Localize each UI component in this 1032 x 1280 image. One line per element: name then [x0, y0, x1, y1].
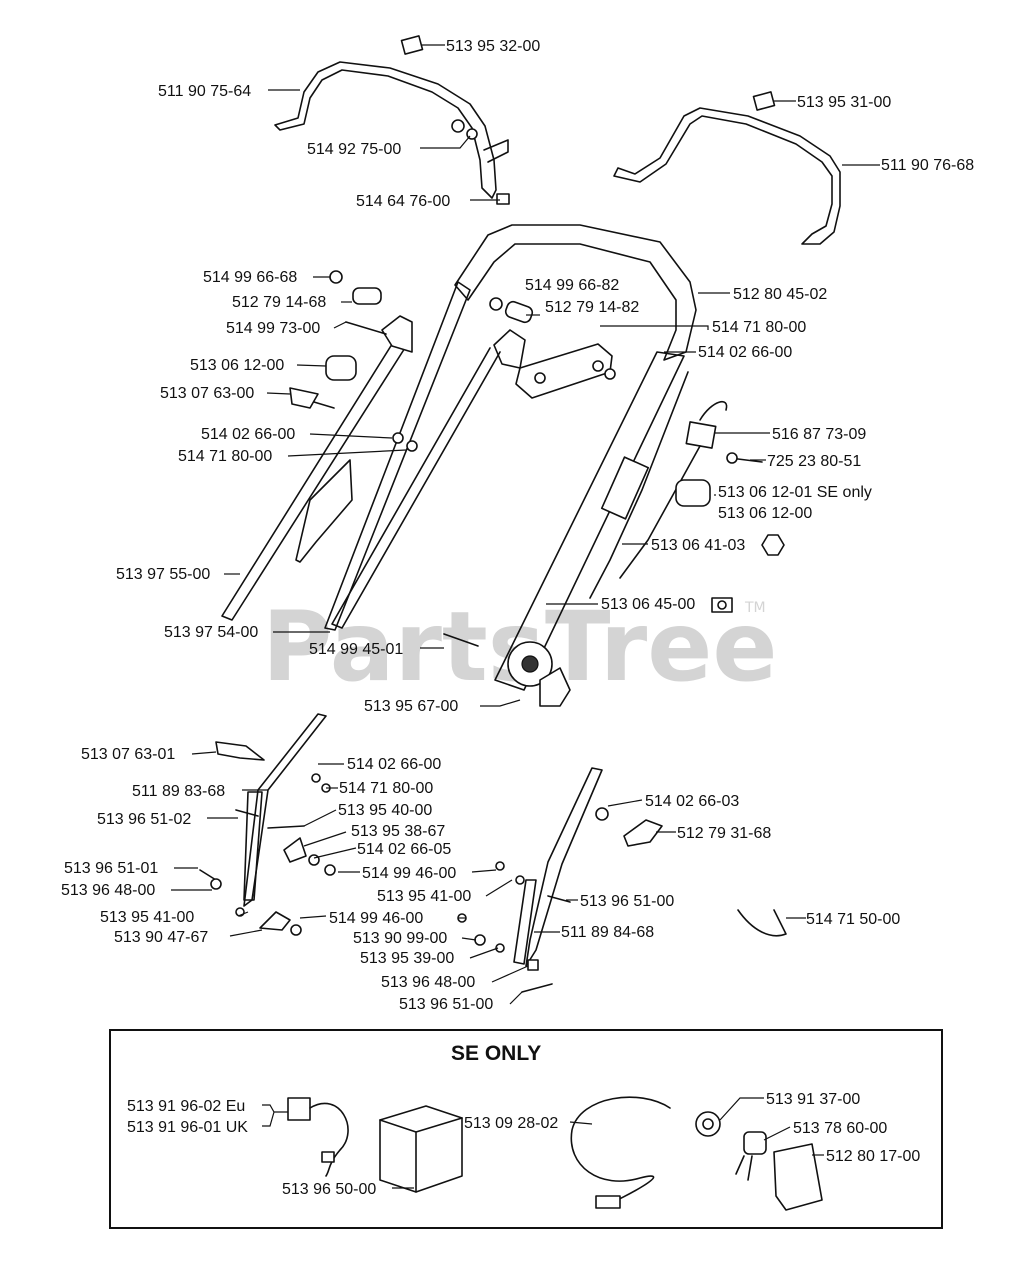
label-514-99-66-82: 514 99 66-82 [525, 277, 619, 294]
se-only-title: SE ONLY [451, 1042, 541, 1065]
label-513-06-12-00-left: 513 06 12-00 [190, 357, 284, 374]
label-513-06-12-00-right: 513 06 12-00 [718, 505, 812, 522]
label-512-80-45-02: 512 80 45-02 [733, 286, 827, 303]
label-514-99-46-00-b: 514 99 46-00 [329, 910, 423, 927]
label-513-95-41-00-left: 513 95 41-00 [100, 909, 194, 926]
main-handle-frame [221, 224, 697, 691]
label-513-90-99-00: 513 90 99-00 [353, 930, 447, 947]
se-only-leaders [262, 1097, 824, 1189]
label-514-02-66-05: 514 02 66-05 [357, 841, 451, 858]
label-514-02-66-00-lower: 514 02 66-00 [347, 756, 441, 773]
label-514-02-66-00-left: 514 02 66-00 [201, 426, 295, 443]
label-514-99-66-68: 514 99 66-68 [203, 269, 297, 286]
label-511-89-84-68: 511 89 84-68 [561, 924, 654, 941]
leader-lines [171, 44, 880, 1005]
upper-handle-right [613, 91, 841, 245]
label-514-71-80-00-left: 514 71 80-00 [178, 448, 272, 465]
label-513-91-96-01: 513 91 96-01 UK [127, 1119, 248, 1136]
label-513-96-51-02: 513 96 51-02 [97, 811, 191, 828]
label-513-95-31-00: 513 95 31-00 [797, 94, 891, 111]
label-513-96-51-00-right: 513 96 51-00 [580, 893, 674, 910]
label-513-97-55-00: 513 97 55-00 [116, 566, 210, 583]
label-513-07-63-01: 513 07 63-01 [81, 746, 175, 763]
label-513-07-63-00: 513 07 63-00 [160, 385, 254, 402]
label-725-23-80-51: 725 23 80-51 [767, 453, 861, 470]
label-514-92-75-00: 514 92 75-00 [307, 141, 401, 158]
label-513-96-48-00-a: 513 96 48-00 [61, 882, 155, 899]
label-513-96-48-00-b: 513 96 48-00 [381, 974, 475, 991]
label-513-90-47-67: 513 90 47-67 [114, 929, 208, 946]
label-513-95-67-00: 513 95 67-00 [364, 698, 458, 715]
lower-bracket-left [199, 713, 336, 936]
label-514-99-73-00: 514 99 73-00 [226, 320, 320, 337]
upper-handle-left [274, 35, 510, 205]
label-514-99-46-00-a: 514 99 46-00 [362, 865, 456, 882]
label-512-80-17-00: 512 80 17-00 [826, 1148, 920, 1165]
label-512-79-31-68: 512 79 31-68 [677, 825, 771, 842]
label-513-91-96-02: 513 91 96-02 Eu [127, 1098, 245, 1115]
label-513-95-41-00-right: 513 95 41-00 [377, 888, 471, 905]
label-513-06-12-01: 513 06 12-01 SE only [718, 484, 872, 501]
label-514-99-45-01: 514 99 45-01 [309, 641, 403, 658]
label-513-97-54-00: 513 97 54-00 [164, 624, 258, 641]
label-514-02-66-00-right: 514 02 66-00 [698, 344, 792, 361]
label-513-91-37-00: 513 91 37-00 [766, 1091, 860, 1108]
label-514-71-80-00-lower: 514 71 80-00 [339, 780, 433, 797]
se-only-parts [287, 1096, 823, 1211]
hardware-right-upper [489, 297, 616, 384]
label-513-78-60-00: 513 78 60-00 [793, 1120, 887, 1137]
label-511-90-75-64: 511 90 75-64 [158, 83, 251, 100]
watermark-trademark: TM [744, 600, 766, 616]
label-514-02-66-03: 514 02 66-03 [645, 793, 739, 810]
label-513-96-50-00: 513 96 50-00 [282, 1181, 376, 1198]
label-513-95-38-67: 513 95 38-67 [351, 823, 445, 840]
label-513-96-51-00-bottom: 513 96 51-00 [399, 996, 493, 1013]
cable-assembly [589, 371, 785, 613]
label-511-89-83-68: 511 89 83-68 [132, 783, 225, 800]
label-513-95-32-00: 513 95 32-00 [446, 38, 540, 55]
label-514-64-76-00: 514 64 76-00 [356, 193, 450, 210]
label-514-71-50-00: 514 71 50-00 [806, 911, 900, 928]
label-512-79-14-82: 512 79 14-82 [545, 299, 639, 316]
part-labels: 513 95 32-00 511 90 75-64 514 92 75-00 5… [61, 38, 974, 1198]
label-512-79-14-68: 512 79 14-68 [232, 294, 326, 311]
label-513-06-45-00: 513 06 45-00 [601, 596, 695, 613]
label-513-95-40-00: 513 95 40-00 [338, 802, 432, 819]
label-513-96-51-01: 513 96 51-01 [64, 860, 158, 877]
label-513-09-28-02: 513 09 28-02 [464, 1115, 558, 1132]
label-511-90-76-68: 511 90 76-68 [881, 157, 974, 174]
label-514-71-80-00-right: 514 71 80-00 [712, 319, 806, 336]
label-513-95-39-00: 513 95 39-00 [360, 950, 454, 967]
se-only-box [109, 1029, 943, 1229]
wheel-assembly [443, 633, 571, 707]
label-513-06-41-03: 513 06 41-03 [651, 537, 745, 554]
hardware-left [289, 270, 418, 452]
lower-bracket-right [457, 767, 787, 993]
label-516-87-73-09: 516 87 73-09 [772, 426, 866, 443]
